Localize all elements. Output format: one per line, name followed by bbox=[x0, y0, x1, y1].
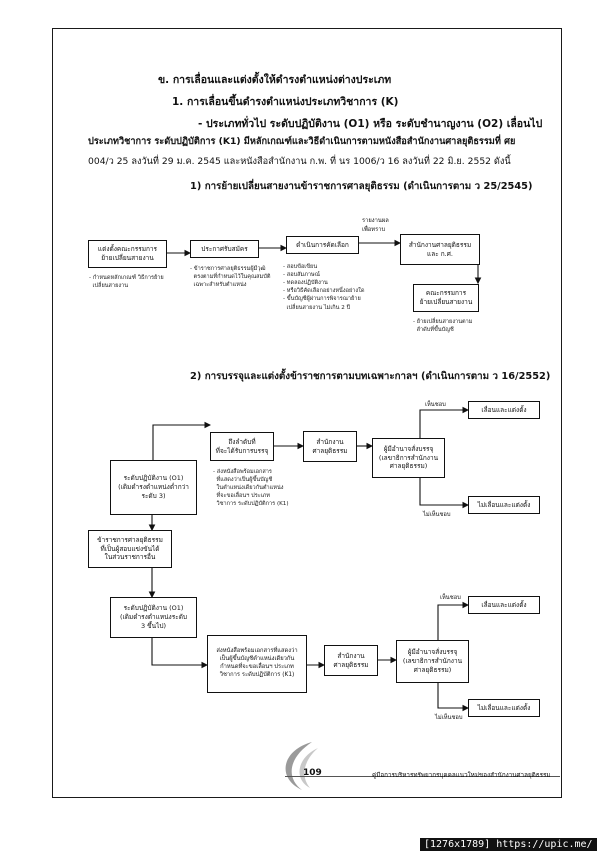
flow2-authority-a-box: ผู้มีอำนาจสั่งบรรจุ (เลขาธิการสำนักงาน ศ… bbox=[372, 438, 445, 478]
flow1-office-box: สำนักงานศาลยุติธรรม และ ก.ศ. bbox=[400, 234, 480, 265]
flow1-committee-box: คณะกรรมการ ย้ายเปลี่ยนสายงาน bbox=[413, 284, 479, 312]
flow2-source-box: ข้าราชการศาลยุติธรรม ที่เป็นผู้สอบแข่งขั… bbox=[88, 530, 172, 568]
footer-swoosh-icon bbox=[285, 742, 318, 790]
flow1-select-box: ดำเนินการคัดเลือก bbox=[286, 236, 359, 254]
section-heading: ข. การเลื่อนและแต่งตั้งให้ดำรงตำแหน่งต่า… bbox=[158, 74, 392, 86]
flow2-agree-a-label: เห็นชอบ bbox=[425, 402, 446, 408]
flow1-announce-box: ประกาศรับสมัคร bbox=[190, 240, 259, 258]
flow2-send-b-box: ส่งหนังสือพร้อมเอกสารที่แสดงว่า เป็นผู้ข… bbox=[207, 635, 307, 693]
flow2-disagree-a-label: ไม่เห็นชอบ bbox=[423, 512, 451, 518]
flow1-select-note: - สอบข้อเขียน - สอบสัมภาษณ์ - ทดลองปฏิบั… bbox=[283, 264, 365, 311]
flow1-report-label: รายงานผล เพื่อทราบ bbox=[362, 218, 389, 233]
paragraph-line-3: 004/ว 25 ลงวันที่ 29 ม.ค. 2545 และหนังสื… bbox=[88, 156, 511, 167]
footer-rule bbox=[285, 776, 560, 777]
flow1-announce-note: - ข้าราชการศาลยุติธรรมผู้มีวุฒิ ตรงตามที… bbox=[190, 266, 271, 289]
flow2-agree-b-label: เห็นชอบ bbox=[440, 595, 461, 601]
flow1-appoint-committee-box: แต่งตั้งคณะกรรมการ ย้ายเปลี่ยนสายงาน bbox=[88, 240, 167, 268]
image-size-watermark: [1276x1789] https://upic.me/ bbox=[420, 838, 597, 851]
flow2-o1-low-box: ระดับปฏิบัติงาน (O1) (เดิมดำรงตำแหน่งต่ำ… bbox=[110, 460, 197, 515]
flow2-promote-b-box: เลื่อนและแต่งตั้ง bbox=[468, 596, 540, 614]
sub-heading: 1. การเลื่อนขึ้นดำรงตำแหน่งประเภทวิชาการ… bbox=[172, 96, 399, 108]
flow2-wait-box: ถึงลำดับที่ ที่จะได้รับการบรรจุ bbox=[210, 432, 274, 461]
flow2-nopromote-a-box: ไม่เลื่อนและแต่งตั้ง bbox=[468, 496, 540, 514]
footer-caption: คู่มือการบริหารทรัพยากรบุคคลแนวใหม่ของสำ… bbox=[372, 772, 551, 779]
flow2-wait-note: - ส่งหนังสือพร้อมเอกสาร ที่แสดงว่าเป็นผู… bbox=[213, 469, 289, 508]
flow1-committee-note: - ย้ายเปลี่ยนสายงานตาม ลำดับที่ขึ้นบัญชี bbox=[413, 319, 473, 334]
flow2-title: 2) การบรรจุและแต่งตั้งข้าราชการตามบทเฉพา… bbox=[190, 371, 551, 382]
flow2-o1-high-box: ระดับปฏิบัติงาน (O1) (เดิมดำรงตำแหน่งระด… bbox=[110, 597, 197, 638]
paragraph-line-2-text: ประเภทวิชาการ ระดับปฏิบัติการ (K1) มีหลั… bbox=[88, 136, 516, 147]
flow2-promote-a-box: เลื่อนและแต่งตั้ง bbox=[468, 401, 540, 419]
flow2-office-a-box: สำนักงาน ศาลยุติธรรม bbox=[303, 431, 357, 462]
paragraph-line-1: - ประเภททั่วไป ระดับปฏิบัติงาน (O1) หรือ… bbox=[198, 118, 543, 130]
page-number: 109 bbox=[303, 768, 322, 778]
flow1-title: 1) การย้ายเปลี่ยนสายงานข้าราชการศาลยุติธ… bbox=[190, 181, 533, 192]
page-border bbox=[52, 28, 562, 798]
flow1-appoint-note: - กำหนดหลักเกณฑ์ วิธีการย้าย เปลี่ยนสายง… bbox=[89, 275, 164, 290]
flow2-disagree-b-label: ไม่เห็นชอบ bbox=[435, 715, 463, 721]
flow2-nopromote-b-box: ไม่เลื่อนและแต่งตั้ง bbox=[468, 699, 540, 717]
flow2-authority-b-box: ผู้มีอำนาจสั่งบรรจุ (เลขาธิการสำนักงาน ศ… bbox=[396, 640, 469, 683]
paragraph-line-2: ประเภทวิชาการ ระดับปฏิบัติการ (K1) มีหลั… bbox=[88, 134, 515, 149]
flow2-office-b-box: สำนักงาน ศาลยุติธรรม bbox=[324, 645, 378, 676]
